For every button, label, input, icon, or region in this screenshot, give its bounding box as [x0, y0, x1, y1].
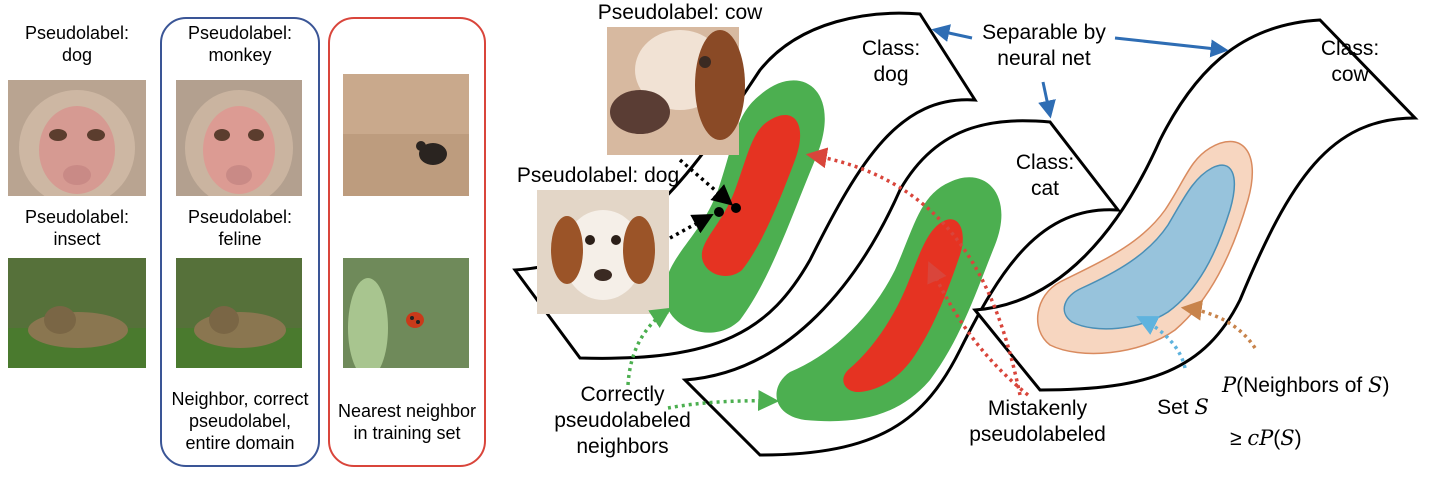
class-dog-label: Class: dog: [861, 37, 921, 86]
col2-top-label: Pseudolabel: monkey: [187, 23, 293, 65]
black-point-b: [731, 203, 741, 213]
pseudolabel-dog-label: Pseudolabel: dog: [516, 164, 680, 187]
class-cat-label: Class: cat: [1015, 151, 1075, 200]
cow-blue-region: [1063, 164, 1235, 330]
mistaken-label: Mistakenly pseudolabeled: [969, 397, 1106, 446]
col1-top-label: Pseudolabel: dog: [24, 23, 130, 65]
black-dotted-arrow-bottom: [669, 213, 714, 240]
blue-neighbor-box: [160, 17, 320, 467]
macaque-face-photo: [176, 80, 302, 196]
puppy-photo: [537, 190, 669, 314]
class-cow-label: Class: cow: [1320, 37, 1380, 86]
col1-bottom-label: Pseudolabel: insect: [24, 207, 130, 249]
black-point-a: [714, 207, 724, 217]
puppy-closeup-photo: [607, 27, 745, 155]
orange-dotted-arrow-neighbors: [1180, 299, 1257, 349]
set-s-label: Set S: [1157, 395, 1209, 419]
ladybug-on-green-photo: [343, 258, 469, 368]
dog-red-region: [701, 114, 801, 277]
lion-on-grass-photo: [8, 258, 146, 368]
separable-label: Separable by neural net: [982, 21, 1106, 70]
expansion-label: P(Neighbors of S) ≥ cP(S): [1222, 373, 1390, 450]
blue-arrow-to-cow: [1114, 36, 1229, 58]
lion-on-grass-photo: [176, 258, 302, 368]
beetle-on-sand-photo: [343, 74, 469, 196]
blue-arrow-to-dog: [931, 24, 973, 42]
blue-arrow-to-cat: [1038, 81, 1056, 119]
correct-neighbors-label: Correctly pseudolabeled neighbors: [554, 383, 691, 458]
col2-bottom-label: Pseudolabel: feline: [187, 207, 293, 249]
col3-caption: Nearest neighbor in training set: [337, 401, 477, 443]
pseudolabel-cow-label: Pseudolabel: cow: [597, 1, 763, 24]
macaque-face-photo: [8, 80, 146, 196]
lightblue-dotted-arrow-set-s: [1136, 316, 1187, 369]
red-nearest-neighbor-box: [328, 17, 486, 467]
col2-caption: Neighbor, correct pseudolabel, entire do…: [171, 389, 309, 453]
